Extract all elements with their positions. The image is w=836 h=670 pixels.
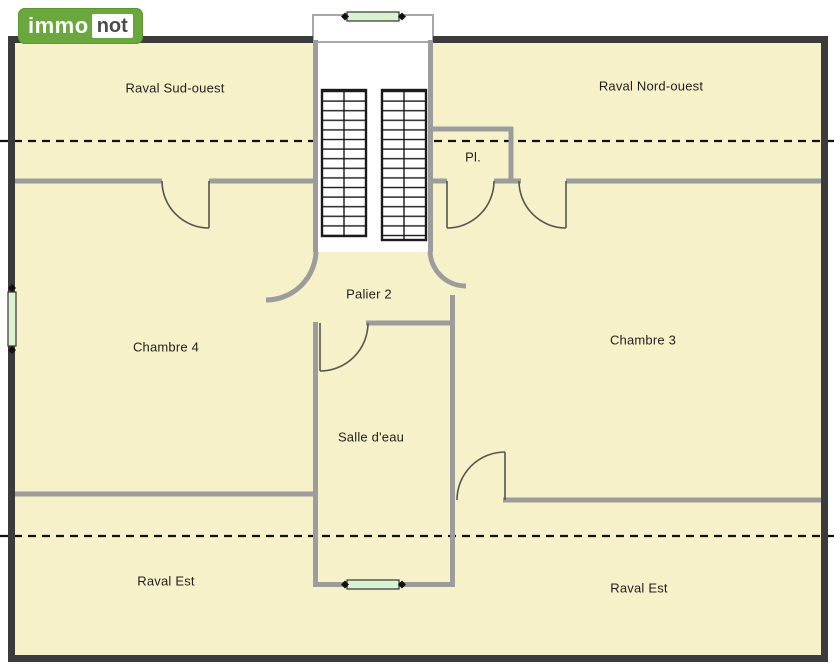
landing-curved-wall-right [427, 249, 467, 289]
marker-icon [341, 12, 349, 21]
room-label-raval-est-gauche: Raval Est [137, 573, 195, 589]
marker-icon [398, 580, 406, 589]
room-label-raval-est-droite: Raval Est [610, 580, 668, 596]
immonot-logo: immo not [18, 8, 143, 44]
room-label-raval-sud-ouest: Raval Sud-ouest [125, 80, 225, 96]
room-label-palier: Palier 2 [346, 286, 392, 302]
room-label-placard: Pl. [465, 149, 481, 165]
door-arc-chambre3-bottom [456, 451, 506, 501]
landing-curved-wall-left [265, 249, 319, 303]
marker-icon [8, 284, 16, 292]
room-label-salle-eau: Salle d'eau [337, 429, 405, 445]
stairwell [312, 14, 434, 252]
logo-text-immo: immo [28, 13, 89, 38]
door-arc-chambre4 [161, 180, 210, 229]
window-left [7, 291, 17, 347]
door-arc-salle-eau [319, 322, 369, 372]
logo-text-not: not [91, 14, 133, 38]
door-arc-chambre3-top [518, 180, 567, 229]
door-arc-closet [446, 180, 495, 229]
room-label-chambre-3: Chambre 3 [609, 332, 677, 348]
marker-icon [8, 346, 16, 354]
room-label-raval-nord-ouest: Raval Nord-ouest [598, 78, 704, 94]
window-markers [8, 12, 406, 589]
window-bottom [346, 579, 400, 590]
marker-icon [398, 12, 406, 21]
marker-icon [341, 580, 349, 589]
window-top [346, 11, 400, 22]
doors [161, 180, 567, 501]
room-label-chambre-4: Chambre 4 [132, 339, 200, 355]
